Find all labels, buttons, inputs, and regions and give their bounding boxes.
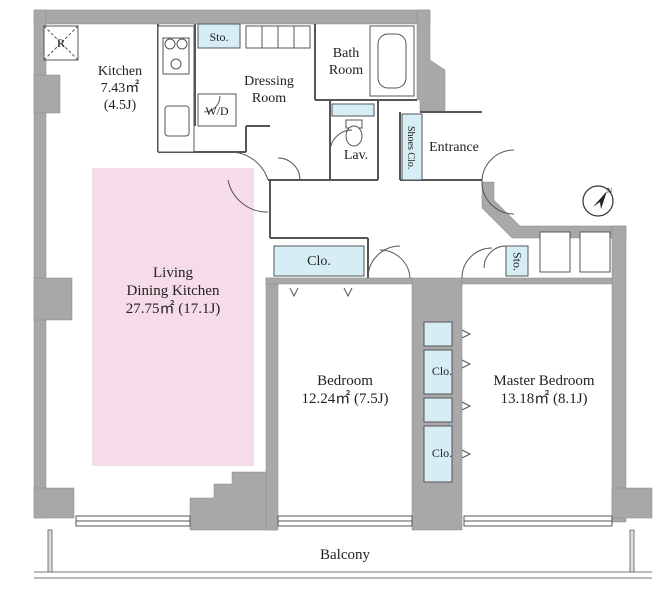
- clo-master-box-1: [423, 321, 453, 347]
- bath-room-label: Bath Room: [320, 46, 372, 80]
- clo-hall-box: [273, 245, 365, 277]
- wall-right: [611, 225, 627, 523]
- ldk-area: 27.75㎡ (17.1J): [125, 301, 221, 317]
- kitchen-name: Kitchen: [97, 64, 143, 79]
- dressing-line2: Room: [251, 90, 287, 106]
- ldk-line2: Dining Kitchen: [126, 283, 220, 299]
- clo-hall-label: Clo.: [307, 254, 331, 269]
- kitchen-area: 7.43㎡: [100, 80, 140, 96]
- exterior-walls: [33, 9, 653, 531]
- clo-master-2-label: Clo.: [431, 446, 453, 460]
- sto-right-box: [505, 245, 529, 277]
- lav-label: Lav.: [343, 148, 369, 163]
- wall-master-top: [461, 277, 613, 285]
- wall-bottom-left-step: [189, 471, 277, 531]
- master-area: 13.18㎡ (8.1J): [500, 391, 588, 407]
- clo-master-1-label: Clo.: [431, 364, 453, 378]
- bathtub: [369, 25, 415, 97]
- ldk-area-fill: [92, 168, 254, 466]
- balcony-label: Balcony: [320, 547, 370, 563]
- ldk-label: Living Dining Kitchen 27.75㎡ (17.1J): [92, 264, 254, 318]
- washer-dryer-box: [197, 93, 237, 127]
- master-name: Master Bedroom: [493, 373, 595, 389]
- lav-mirror: [331, 103, 375, 117]
- door-swings: [203, 95, 515, 279]
- fridge-label: R: [56, 36, 65, 50]
- wall-bedroom-top: [265, 277, 413, 285]
- clo-master-box-2: [423, 349, 453, 395]
- bath-line2: Room: [328, 62, 364, 78]
- balcony-rail: [34, 529, 652, 579]
- svg-text:N: N: [607, 187, 612, 195]
- kitchen-tatami: (4.5J): [103, 97, 137, 113]
- sto-top-box: [197, 23, 241, 49]
- master-bedroom-label: Master Bedroom 13.18㎡ (8.1J): [472, 372, 616, 408]
- shoes-clo-box: [401, 113, 423, 181]
- clo-master-box-3: [423, 397, 453, 423]
- wall-left-column-base: [33, 487, 75, 519]
- kitchen-counter: [157, 25, 195, 153]
- entrance-label: Entrance: [429, 140, 479, 155]
- ldk-line1: Living: [153, 265, 193, 281]
- dressing-shelves: [245, 25, 311, 49]
- bedroom-name: Bedroom: [317, 373, 373, 389]
- bath-line1: Bath: [332, 46, 360, 61]
- bedroom-label: Bedroom 12.24㎡ (7.5J): [278, 372, 412, 408]
- bedroom-area: 12.24㎡ (7.5J): [301, 391, 389, 407]
- fridge-box: [43, 25, 79, 61]
- wall-bedroom-left: [265, 277, 279, 531]
- wall-left-column-lower: [33, 277, 73, 321]
- wall-right-column: [611, 487, 653, 519]
- kitchen-label: Kitchen 7.43㎡ (4.5J): [84, 64, 156, 114]
- wd-label: W/D: [205, 104, 229, 118]
- sto-top-label: Sto.: [209, 30, 229, 44]
- sto-right-label: Sto.: [510, 252, 525, 272]
- wall-top: [33, 9, 431, 25]
- north-arrow-icon: N: [582, 185, 614, 217]
- toilet: [345, 119, 363, 147]
- wall-left-column-upper: [33, 74, 61, 114]
- closet-door-marks: [289, 287, 472, 459]
- dressing-room-label: Dressing Room: [232, 74, 306, 108]
- shoes-clo-label: Shoes Clo.: [405, 126, 416, 170]
- clo-master-box-4: [423, 425, 453, 483]
- wall-right-upper: [416, 9, 446, 113]
- exterior-windows-right: [539, 231, 611, 273]
- balcony-windows: [75, 515, 613, 527]
- storage-areas: [197, 23, 529, 483]
- dressing-line1: Dressing: [244, 74, 294, 89]
